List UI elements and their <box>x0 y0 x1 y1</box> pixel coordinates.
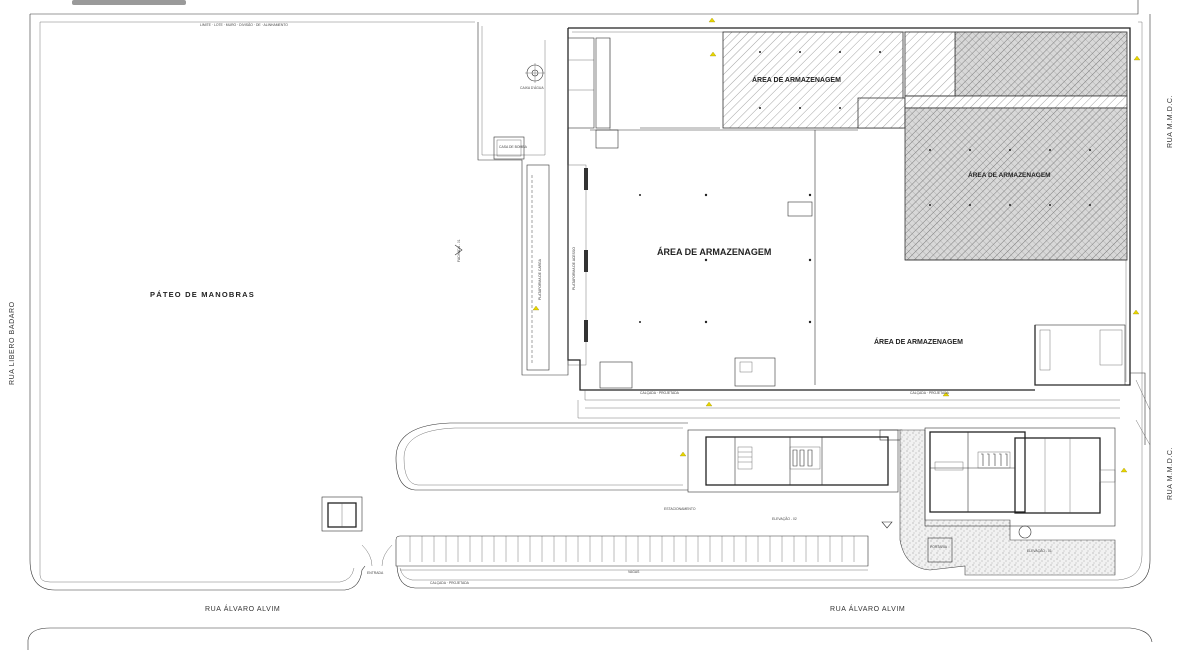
storage-lower-right-label: ÁREA DE ARMAZENAGEM <box>874 337 963 346</box>
street-bottom-left: RUA ÁLVARO ALVIM <box>205 604 280 613</box>
street-right-bottom: RUA M.M.D.C. <box>1167 447 1174 500</box>
street-left: RUA LIBERO BADARO <box>9 301 16 385</box>
gate-house-label: PORTARIA <box>930 545 948 549</box>
street-right-top: RUA M.M.D.C. <box>1167 95 1174 148</box>
water-tank: CAIXA D'ÁGUA <box>520 63 545 90</box>
stalls-note: VAGAS <box>628 570 640 574</box>
yard-label: PÁTEO DE MANOBRAS <box>150 290 255 299</box>
road-note-2: CALÇADA · PROJETADA <box>910 391 950 395</box>
parking-island <box>395 422 688 491</box>
dock-label: PLATAFORMA DE CARGA <box>538 258 542 300</box>
office-column <box>567 37 720 149</box>
structural-columns <box>639 51 1091 324</box>
title-tab <box>72 0 186 5</box>
storage-right-label: ÁREA DE ARMAZENAGEM <box>968 170 1051 179</box>
bottom-curb <box>27 627 1153 650</box>
facade-label: FACHADA - 01 <box>457 239 461 262</box>
pump-house-label: CASA DE BOMBA <box>499 145 528 149</box>
elevation-02-label: ELEVAÇÃO - 02 <box>772 516 797 521</box>
storage-center-label: ÁREA DE ARMAZENAGEM <box>657 247 771 257</box>
elevation-01-label: ELEVAÇÃO - 01 <box>1027 548 1052 553</box>
water-tank-label: CAIXA D'ÁGUA <box>520 86 544 90</box>
dock-label-2: PLATAFORMA DE ACESSO <box>572 247 576 290</box>
gravel-area <box>899 429 1116 576</box>
pump-house: CASA DE BOMBA <box>493 136 528 160</box>
parking-note: ESTACIONAMENTO <box>664 507 696 511</box>
annex-building <box>924 427 1116 539</box>
top-boundary-note: LIMITE · LOTE · MURO · DIVISÃO · DE · AL… <box>200 22 288 27</box>
storage-area-right <box>904 107 1128 261</box>
lot-boundary <box>29 0 1151 591</box>
small-gatehouse: ENTRADA <box>321 496 393 575</box>
sidewalk-note: CALÇADA · PROJETADA <box>430 581 470 585</box>
parking-stalls <box>395 535 869 571</box>
road-note: CALÇADA · PROJETADA <box>640 391 680 395</box>
loading-dock: PLATAFORMA DE CARGA PLATAFORMA DE ACESSO <box>526 164 588 371</box>
entrance-note: ENTRADA <box>367 571 384 575</box>
office-block <box>687 429 903 493</box>
storage-top-label: ÁREA DE ARMAZENAGEM <box>752 75 841 84</box>
street-bottom-right: RUA ÁLVARO ALVIM <box>830 604 905 613</box>
storage-area-right-upper <box>954 31 1128 97</box>
